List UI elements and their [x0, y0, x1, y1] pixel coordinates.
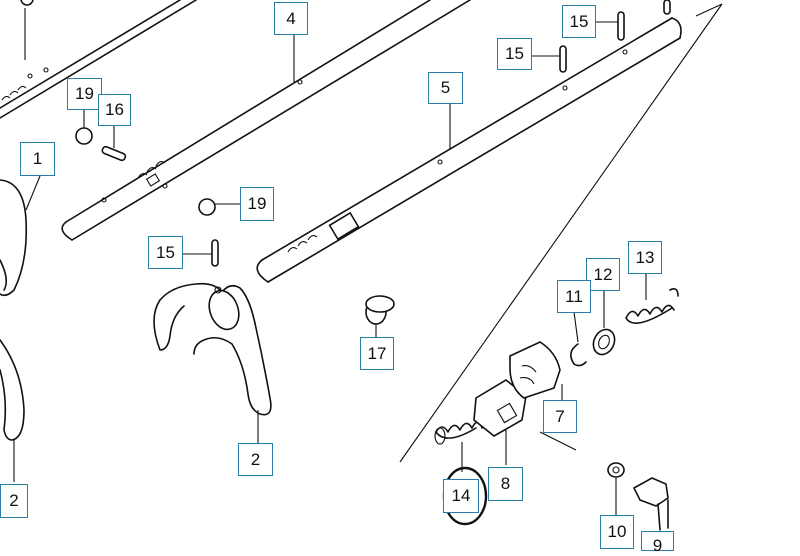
callout-19-mid: 19 — [240, 187, 274, 221]
callout-8: 8 — [488, 467, 523, 501]
callout-12: 12 — [586, 258, 620, 291]
callout-15-bottom: 15 — [148, 236, 183, 269]
callout-19-top: 19 — [67, 78, 102, 110]
callout-9: 9 — [641, 531, 674, 555]
spring-14 — [434, 421, 483, 472]
callout-17: 17 — [360, 337, 394, 370]
callout-2-left: 2 — [0, 484, 28, 518]
clip-washer-spring — [570, 274, 679, 367]
callout-10: 10 — [600, 515, 634, 549]
detent-block-8 — [473, 379, 527, 465]
callout-16: 16 — [98, 94, 131, 126]
callout-15-top: 15 — [562, 5, 596, 38]
shift-fork-2-center — [153, 282, 272, 443]
balls-and-pin — [75, 110, 240, 216]
washer-bolt — [607, 462, 669, 531]
cam-7 — [509, 341, 563, 403]
callout-1: 1 — [20, 142, 55, 176]
shift-fork-2-left — [0, 339, 25, 482]
callout-15-mid: 15 — [497, 38, 532, 70]
leader-diagonal — [399, 3, 723, 463]
shift-shaft-5 — [256, 17, 682, 283]
callout-2-center: 2 — [238, 443, 273, 476]
shaft-top-left — [0, 0, 197, 119]
shift-fork-1 — [0, 175, 41, 297]
callout-14: 14 — [443, 479, 479, 513]
pins-15 — [183, 0, 671, 267]
shift-shaft-4 — [61, 0, 471, 241]
callout-7: 7 — [543, 400, 577, 433]
callout-4: 4 — [274, 2, 308, 35]
callout-5: 5 — [428, 72, 463, 104]
plug-17 — [365, 295, 395, 337]
callout-11: 11 — [557, 280, 591, 313]
callout-13: 13 — [628, 241, 662, 274]
